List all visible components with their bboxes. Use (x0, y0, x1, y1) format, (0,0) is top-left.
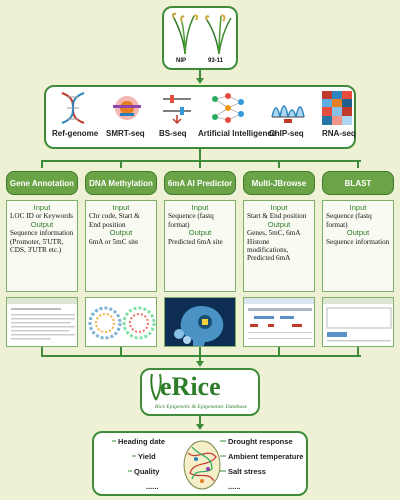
erice-logo-text: eRice (160, 372, 221, 401)
arrow-down-icon (196, 78, 204, 84)
trait-left: Quality (134, 467, 160, 476)
connector (199, 160, 201, 168)
module-header-6ma-ai-predictor[interactable]: 6mA AI Predictor (164, 171, 236, 195)
9311-label: 93-11 (208, 58, 224, 64)
trait-left: Yield (138, 452, 156, 461)
erice-tagline: Rice Epigenetic & Epigenomic Database (155, 404, 247, 410)
trait-left: Heading date (118, 437, 166, 446)
module-card-blast: Input Sequence (fastq format) Output Seq… (322, 200, 394, 292)
trait-right: Ambient temperature (228, 452, 304, 461)
input-heading: Input (270, 203, 288, 212)
arrow-down-icon (196, 361, 204, 367)
rice-cultivars-box: NIP 93-11 (162, 6, 238, 70)
chip-peaks-icon (271, 105, 305, 123)
output-text: 6mA or 5mC site (89, 237, 139, 246)
module-name: 6mA AI Predictor (167, 178, 233, 188)
input-text: Sequence (fastq format) (168, 212, 214, 229)
connector (41, 160, 43, 168)
connector (278, 347, 280, 356)
module-header-blast[interactable]: BLAST (322, 171, 394, 195)
dna-methylation-screenshot[interactable] (85, 297, 157, 347)
connector (41, 355, 361, 357)
output-heading: Output (30, 219, 54, 229)
technologies-box: Ref-genome SMRT-seq BS-seq Artificial In… (44, 85, 356, 149)
module-name: BLAST (344, 178, 372, 188)
output-heading: Output (188, 228, 212, 238)
module-card-dna-methylation: Input Chr code, Start & End position Out… (85, 200, 157, 292)
6ma-ai-predictor-screenshot[interactable] (164, 297, 236, 347)
tech-label: BS-seq (159, 129, 187, 138)
output-text: Predicted 6mA site (168, 237, 223, 246)
connector (120, 347, 122, 356)
erice-logo-icon (150, 373, 162, 401)
input-heading: Input (349, 203, 367, 212)
module-card-gene-annotation: Input LOC ID or Keywords Output Sequence… (6, 200, 78, 292)
multi-jbrowse-screenshot[interactable] (243, 297, 315, 347)
neural-network-icon (212, 93, 244, 123)
trait-pointers (112, 440, 226, 472)
input-text: Start & End position (247, 212, 307, 221)
gene-annotation-screenshot[interactable] (6, 297, 78, 347)
connector (278, 160, 280, 168)
connector (199, 149, 201, 160)
chromatin-icon (183, 440, 221, 490)
nip-label: NIP (176, 58, 187, 64)
module-card-6ma-ai-predictor: Input Sequence (fastq format) Output Pre… (164, 200, 236, 292)
input-text: Sequence (fastq format) (326, 212, 372, 229)
output-heading: Output (109, 228, 133, 238)
connector (120, 160, 122, 168)
tech-label: Ref-genome (52, 129, 99, 138)
module-name: DNA Methylation (89, 178, 153, 188)
rice-plant-9311-icon (205, 14, 232, 54)
input-text: Chr code, Start & End position (89, 212, 140, 229)
connector (199, 355, 201, 363)
bisulfite-icon (163, 95, 191, 125)
module-name: Multi-JBrowse (251, 178, 307, 188)
heatmap-icon (322, 91, 352, 125)
erice-logo-box: eRice Rice Epigenetic & Epigenomic Datab… (140, 368, 260, 416)
sequencer-icon (113, 96, 141, 120)
output-text: Sequence information (326, 237, 390, 246)
trait-right: Salt stress (228, 467, 266, 476)
output-heading: Output (267, 219, 291, 229)
trait-left: ...... (146, 482, 159, 491)
connector (41, 160, 361, 162)
module-card-multi-jbrowse: Input Start & End position Output Genes,… (243, 200, 315, 292)
output-text: Genes, 5mC, 6mA Histone modifications, P… (247, 229, 301, 263)
tech-label: RNA-seq (322, 129, 356, 138)
arrow-down-icon (196, 424, 204, 430)
connector (357, 160, 359, 168)
module-header-dna-methylation[interactable]: DNA Methylation (85, 171, 157, 195)
input-heading: Input (112, 203, 130, 212)
connector (41, 347, 43, 356)
connector (199, 70, 201, 79)
input-heading: Input (191, 203, 209, 212)
blast-screenshot[interactable] (322, 297, 394, 347)
connector (199, 416, 201, 425)
traits-box: Heading date Yield Quality ...... Drough… (92, 431, 308, 496)
module-name: Gene Annotation (9, 178, 75, 188)
trait-right: Drought response (228, 437, 293, 446)
dna-helix-icon (61, 92, 85, 124)
module-header-multi-jbrowse[interactable]: Multi-JBrowse (243, 171, 315, 195)
trait-right: ...... (228, 482, 241, 491)
output-heading: Output (346, 228, 370, 238)
tech-label: SMRT-seq (106, 129, 145, 138)
rice-plant-nip-icon (171, 12, 199, 54)
connector (357, 347, 359, 356)
tech-label: ChIP-seq (269, 129, 304, 138)
connector (199, 347, 201, 356)
module-header-gene-annotation[interactable]: Gene Annotation (6, 171, 78, 195)
input-heading: Input (33, 203, 51, 212)
tech-label: Artificial Intelligence (198, 129, 277, 138)
input-text: LOC ID or Keywords (10, 212, 73, 221)
output-text: Sequence information (Promoter, 5'UTR, C… (10, 229, 74, 255)
